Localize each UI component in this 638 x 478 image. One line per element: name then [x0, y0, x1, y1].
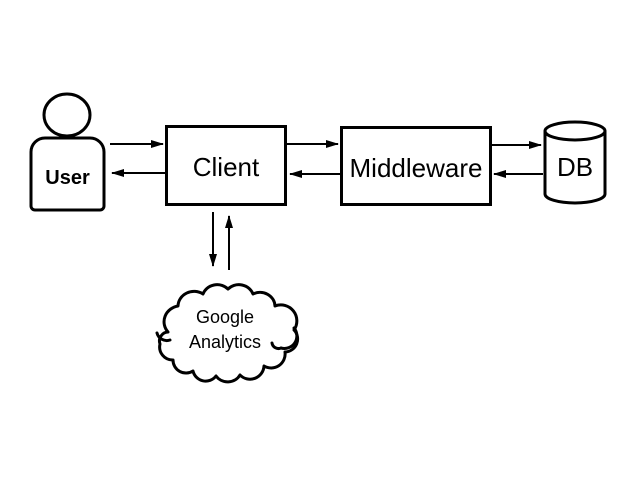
node-user: User [28, 92, 108, 214]
person-icon [29, 92, 106, 212]
person-body-shape [29, 136, 106, 212]
node-db: DB [543, 118, 607, 206]
cloud-left-notch [155, 331, 172, 343]
cloud-outline-shape [158, 283, 300, 384]
cloud-right-curl [270, 326, 299, 350]
cloud-icon [155, 283, 300, 384]
user-label: User [45, 167, 90, 189]
node-client: Client [165, 125, 287, 206]
analytics-label-line2: Analytics [188, 332, 262, 352]
node-middleware: Middleware [340, 126, 492, 206]
cylinder-top-shape [543, 120, 607, 142]
middleware-label: Middleware [349, 152, 483, 183]
cylinder-body-shape [543, 131, 607, 205]
database-cylinder-icon [543, 120, 607, 205]
client-label: Client [192, 152, 260, 182]
node-analytics: Google Analytics [148, 276, 302, 384]
analytics-label-line1: Google [195, 307, 255, 327]
db-label: DB [556, 152, 594, 182]
analytics-label: Google Analytics [148, 276, 302, 384]
person-head-shape [42, 92, 92, 138]
